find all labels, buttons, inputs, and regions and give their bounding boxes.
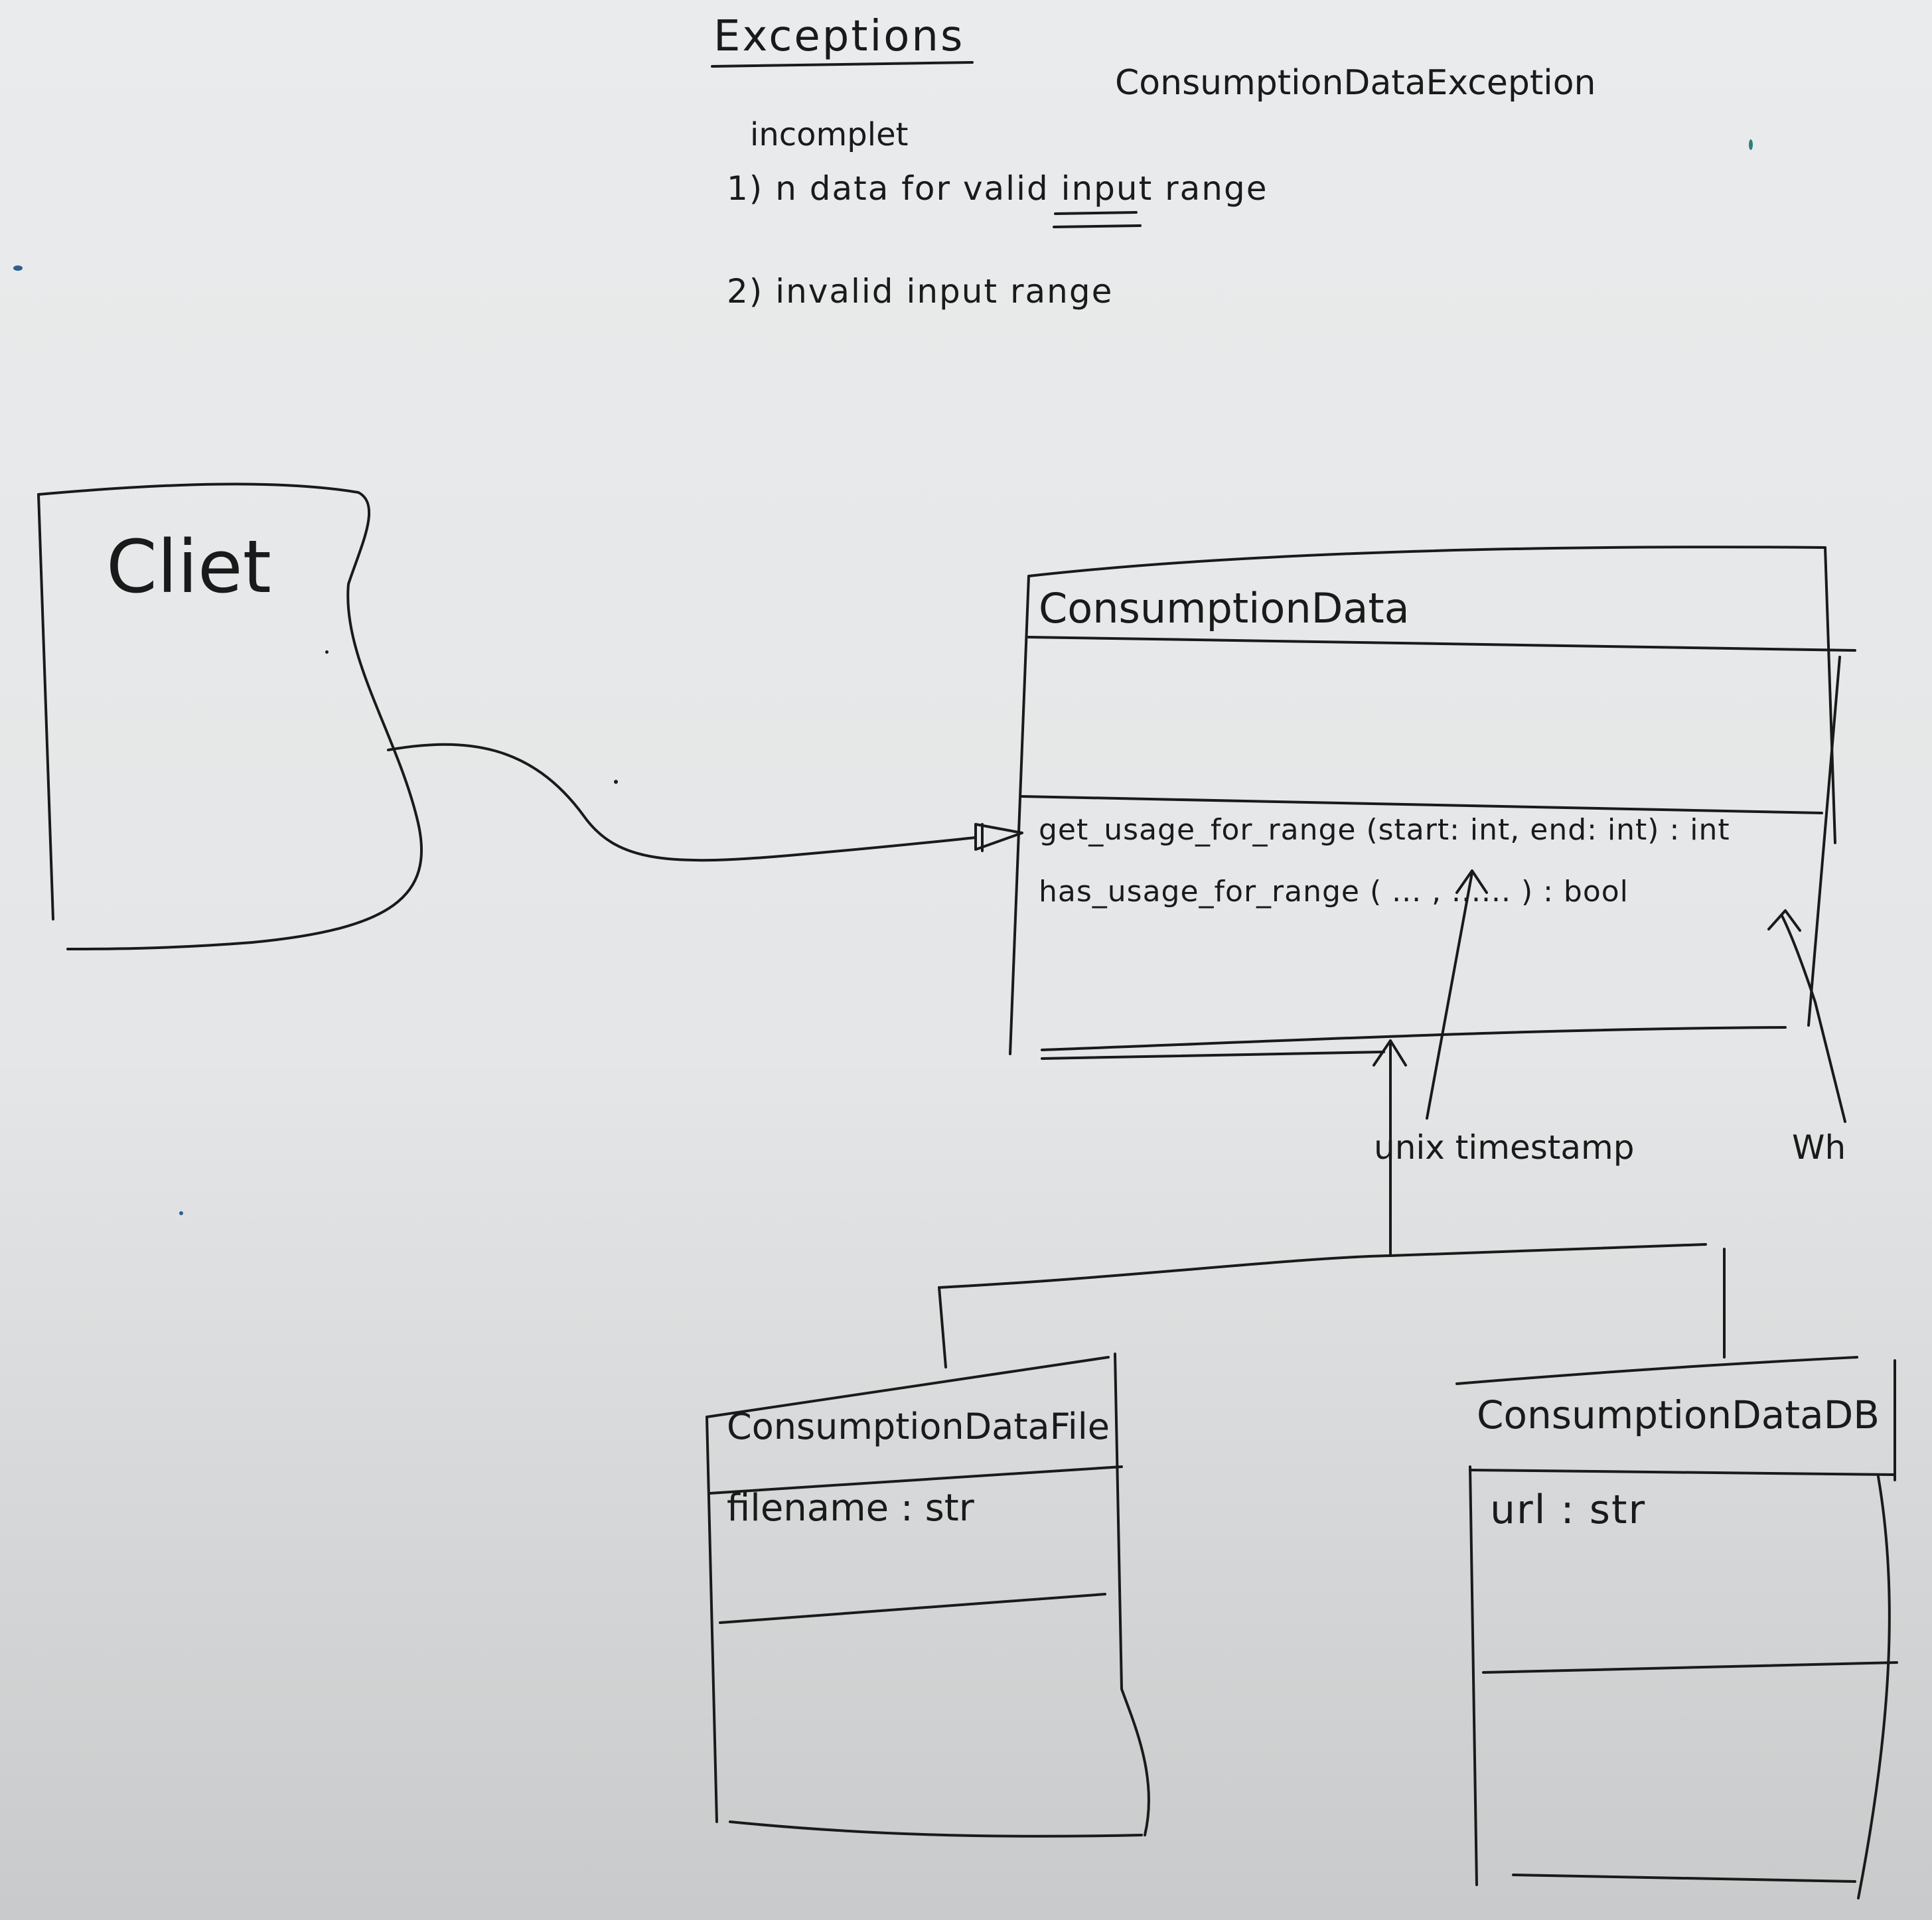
attribute-url: url : str (1490, 1487, 1647, 1533)
inheritance-connector (938, 1039, 1726, 1368)
consumption-data-file-class-box (706, 1353, 1150, 1838)
exception-case-1: 1) n data for valid input range (727, 169, 1268, 208)
exceptions-title-underline (711, 61, 974, 68)
marker-speck (13, 265, 23, 271)
wh-annotation-arrow (1767, 909, 1846, 1123)
consumption-data-db-class-box (1455, 1356, 1898, 1899)
exceptions-title: Exceptions (713, 12, 965, 61)
timestamp-annotation-arrow (1426, 869, 1488, 1120)
annotation-unix-timestamp: unix timestamp (1374, 1128, 1635, 1167)
valid-underline (1053, 211, 1142, 228)
client-box (37, 482, 423, 950)
marker-speck (179, 1211, 183, 1215)
exception-case-2: 2) invalid input range (727, 272, 1114, 311)
marker-speck (1749, 139, 1753, 150)
consumption-data-class-name: ConsumptionData (1039, 584, 1410, 632)
method-get-usage-for-range: get_usage_for_range (start: int, end: in… (1039, 813, 1730, 847)
annotation-wh: Wh (1792, 1128, 1846, 1167)
consumption-data-class-box (1009, 546, 1856, 1060)
attribute-filename: filename : str (727, 1487, 974, 1530)
client-label: Cliet (106, 524, 271, 609)
client-association-line (387, 743, 977, 862)
consumption-data-file-class-name: ConsumptionDataFile (727, 1406, 1110, 1447)
consumption-data-db-class-name: ConsumptionDataDB (1477, 1392, 1880, 1438)
marker-speck (614, 780, 618, 784)
marker-speck (325, 650, 329, 654)
method-has-usage-for-range: has_usage_for_range ( ... , ...... ) : b… (1039, 875, 1629, 909)
exception-category: incomplet (750, 116, 909, 153)
association-arrowhead (974, 823, 1023, 852)
exception-class-name: ConsumptionDataException (1115, 63, 1596, 103)
